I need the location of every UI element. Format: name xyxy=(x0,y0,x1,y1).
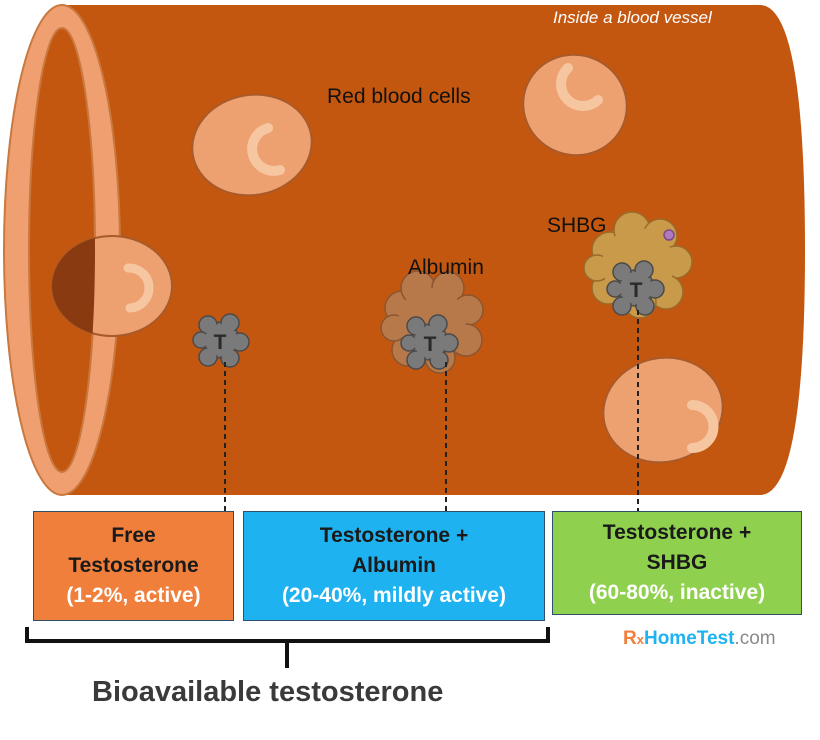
box-percentage: (60-80%, inactive) xyxy=(588,581,766,604)
red-blood-cell xyxy=(602,356,724,464)
box-percentage: (1-2%, active) xyxy=(66,584,201,607)
albumin-testosterone-box: Testosterone + Albumin (20-40%, mildly a… xyxy=(243,511,545,621)
logo-com: .com xyxy=(734,628,776,649)
testosterone-molecule-shbg xyxy=(606,260,665,316)
vessel-caption: Inside a blood vessel xyxy=(553,8,712,27)
red-blood-cells-label: Red blood cells xyxy=(327,85,471,108)
logo-r: R xyxy=(623,628,637,649)
logo-x: x xyxy=(636,632,644,647)
box-line: SHBG xyxy=(646,551,708,574)
box-line: Albumin xyxy=(352,554,436,577)
box-line: Testosterone + xyxy=(602,521,752,544)
box-line: Testosterone xyxy=(68,554,199,577)
box-percentage: (20-40%, mildly active) xyxy=(281,584,507,607)
testosterone-molecule-free xyxy=(192,313,250,368)
testosterone-symbol: T xyxy=(424,333,437,356)
logo-hometest: HomeTest xyxy=(643,628,735,649)
box-line: Free xyxy=(111,524,156,547)
red-blood-cell-opening xyxy=(51,235,173,337)
shbg-label: SHBG xyxy=(547,214,607,237)
free-testosterone-box: Free Testosterone (1-2%, active) xyxy=(33,511,234,621)
testosterone-symbol: T xyxy=(630,279,643,302)
testosterone-symbol: T xyxy=(214,331,227,354)
red-blood-cell xyxy=(522,53,628,157)
rxhometest-logo: RxHomeTest.com xyxy=(623,628,776,650)
testosterone-molecule-albumin xyxy=(400,314,459,370)
red-blood-cell xyxy=(191,93,313,197)
box-line: Testosterone + xyxy=(319,524,469,547)
bioavailable-bracket xyxy=(25,627,550,668)
shbg-testosterone-box: Testosterone + SHBG (60-80%, inactive) xyxy=(552,511,802,615)
bioavailable-label: Bioavailable testosterone xyxy=(92,676,444,708)
albumin-label: Albumin xyxy=(408,256,484,279)
